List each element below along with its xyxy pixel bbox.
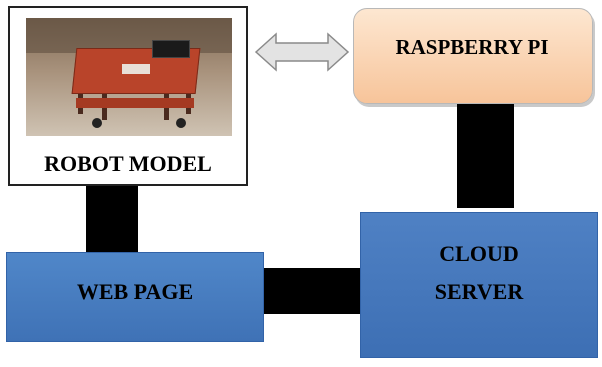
double-arrow-connector — [254, 32, 350, 72]
cloud-server-label-line1: CLOUD — [439, 241, 519, 266]
web-page-label: WEB PAGE — [76, 279, 194, 304]
webpage-cloud-connector — [264, 268, 360, 314]
web-page-node: WEB PAGE — [6, 252, 264, 342]
raspberry-cloud-connector — [457, 104, 514, 208]
webpage-robot-connector — [86, 186, 138, 252]
robot-model-label: ROBOT MODEL — [44, 151, 212, 176]
robot-model-photo — [26, 18, 232, 136]
cloud-server-label-line2: SERVER — [434, 279, 524, 304]
robot-model-node: ROBOT MODEL — [8, 6, 248, 186]
raspberry-pi-label: RASPBERRY PI — [395, 35, 549, 59]
cloud-server-node: CLOUD SERVER — [360, 212, 598, 358]
raspberry-pi-node: RASPBERRY PI — [353, 8, 593, 104]
